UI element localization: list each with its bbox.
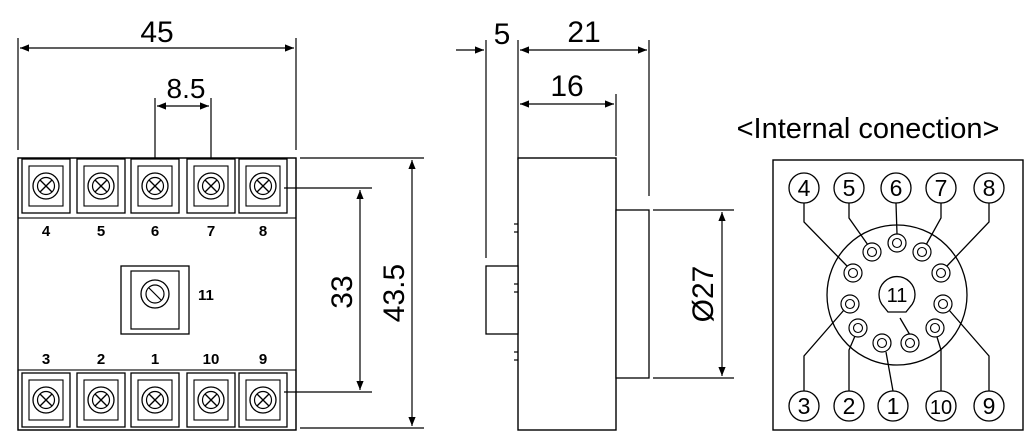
terminal-number-label: 7 — [207, 223, 215, 240]
terminal-number-label: 1 — [151, 351, 159, 368]
pin-6-inner — [891, 237, 903, 249]
label-bottom-10-ring — [925, 390, 957, 422]
terminal-top-8: 8 — [238, 158, 288, 240]
center-screw-slot — [148, 287, 162, 301]
center-terminal-label: 11 — [198, 287, 214, 304]
label-top-8-text: 8 — [983, 175, 996, 201]
wire-top-8 — [946, 203, 990, 267]
label-top-6-text: 6 — [890, 175, 903, 201]
wire-bottom-10 — [936, 336, 942, 391]
wire-top-4 — [803, 203, 848, 267]
label-top-7-ring — [925, 172, 957, 204]
label-top-6-ring — [880, 172, 912, 204]
terminal-bottom-3: 3 — [21, 351, 71, 428]
terminal-number-label: 4 — [42, 223, 51, 240]
wire-bottom-1 — [885, 351, 894, 392]
label-bottom-2-ring — [833, 390, 865, 422]
label-bottom-9-text: 9 — [983, 393, 996, 419]
label-bottom-3-text: 3 — [798, 393, 811, 419]
label-bottom-2-text: 2 — [843, 393, 856, 419]
terminal-number-label: 3 — [42, 351, 50, 368]
terminal-rows: 4 5 6 7 8 3 2 1 10 9 — [17, 157, 297, 431]
screw-slot-cross — [94, 393, 108, 407]
wire-top-6 — [895, 202, 898, 235]
depth-dim-label: 21 — [567, 16, 600, 49]
terminal-number-label: 6 — [151, 223, 159, 240]
screw-slot-cross — [256, 393, 270, 407]
label-top-4-text: 4 — [798, 175, 811, 201]
label-center-11: 11 — [887, 285, 908, 307]
side-socket-boss — [615, 209, 650, 379]
terminal-number-label: 9 — [259, 351, 267, 368]
label-top-5-ring — [833, 172, 865, 204]
label-bottom-10-text: 10 — [930, 397, 952, 419]
screw-slot-cross — [94, 179, 108, 193]
bottom-terminal-band — [17, 369, 297, 431]
offset-dim-label: 5 — [494, 18, 511, 51]
pin-4-inner — [847, 267, 859, 279]
terminal-bottom-10: 10 — [186, 351, 236, 428]
pitch-dim-label: 8.5 — [167, 73, 206, 104]
terminal-top-5: 5 — [76, 158, 126, 240]
pin-2-inner — [852, 322, 864, 334]
pin-8-inner — [935, 267, 947, 279]
screw-slot-cross — [148, 393, 162, 407]
body-dim-label: 16 — [550, 70, 583, 103]
label-bottom-1-ring — [877, 390, 909, 422]
wire-bottom-2 — [848, 335, 856, 391]
terminal-bottom-2: 2 — [76, 351, 126, 428]
pin-3-inner — [844, 298, 856, 310]
wire-top-7 — [925, 203, 942, 246]
internal-title: <Internal conection> — [737, 113, 1000, 145]
side-view: 5 21 16 Ø27 — [456, 16, 734, 431]
label-top-5-text: 5 — [843, 175, 856, 201]
terminal-number-label: 10 — [203, 351, 220, 368]
pin-10-inner — [929, 322, 941, 334]
h435-dim-label: 43.5 — [378, 264, 411, 322]
screw-slot-cross — [256, 179, 270, 193]
internal-connection: <Internal conection> 4 5 6 7 8 3 2 1 10 9 11 — [737, 113, 1024, 431]
side-mount-tab — [485, 265, 519, 335]
wire-top-5 — [848, 203, 869, 246]
pin-7-inner — [916, 246, 928, 258]
dia-dim-label: Ø27 — [687, 266, 720, 323]
terminal-number-label: 2 — [97, 351, 105, 368]
screw-slot-cross — [39, 179, 53, 193]
width-dim-label: 45 — [140, 16, 173, 49]
side-body — [517, 157, 617, 431]
wire-bottom-9 — [948, 309, 990, 391]
terminal-number-label: 8 — [259, 223, 267, 240]
terminal-top-4: 4 — [21, 158, 71, 240]
label-bottom-9-ring — [973, 390, 1005, 422]
terminal-bottom-9: 9 — [238, 351, 288, 428]
terminal-number-label: 5 — [97, 223, 105, 240]
pin-11-contact-inner — [904, 337, 916, 349]
screw-slot-cross — [148, 179, 162, 193]
screw-slot-cross — [204, 179, 218, 193]
label-top-4-ring — [788, 172, 820, 204]
terminal-top-7: 7 — [186, 158, 236, 240]
internal-wiring: 4 5 6 7 8 3 2 1 10 9 11 — [788, 172, 1005, 422]
pin-5-inner — [866, 246, 878, 258]
wire-bottom-3 — [803, 309, 845, 391]
label-bottom-3-ring — [788, 390, 820, 422]
pin-9-inner — [937, 298, 949, 310]
label-top-7-text: 7 — [935, 175, 948, 201]
internal-center-key — [878, 275, 916, 313]
wire-center-11 — [899, 317, 911, 336]
center-terminal: 11 — [120, 265, 214, 335]
terminal-bottom-1: 1 — [130, 351, 180, 428]
terminal-top-6: 6 — [130, 158, 180, 240]
label-bottom-1-text: 1 — [887, 393, 900, 419]
h33-dim-label: 33 — [326, 275, 359, 308]
screw-slot-cross — [204, 393, 218, 407]
screw-slot-cross — [39, 393, 53, 407]
pin-1-inner — [876, 337, 888, 349]
label-top-8-ring — [973, 172, 1005, 204]
